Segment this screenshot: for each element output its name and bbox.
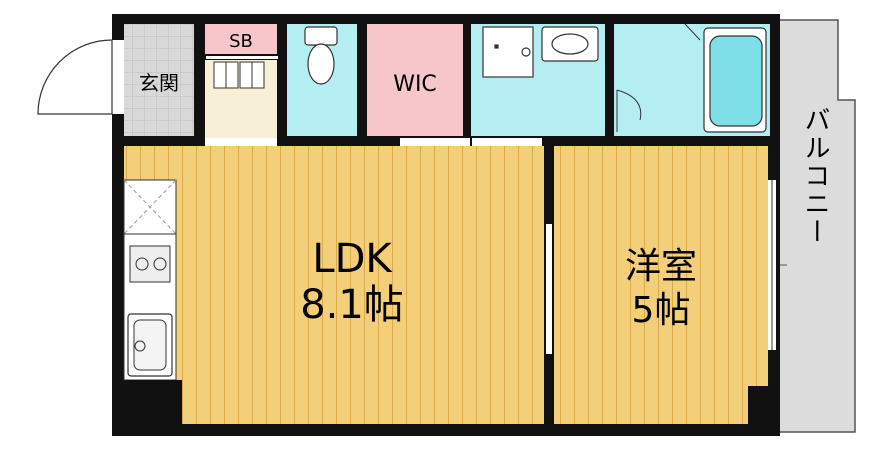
washing-machine-icon (482, 26, 534, 78)
genkan-label: 玄関 (139, 71, 179, 95)
youshitsu-name-label: 洋室 (625, 246, 697, 287)
kitchen (123, 179, 177, 381)
youshitsu-size-label: 5帖 (632, 290, 691, 331)
wic-room (367, 24, 463, 136)
bathroom (614, 24, 700, 136)
wic-label: WIC (393, 72, 437, 97)
genkan-floor (124, 24, 194, 136)
shoebox (205, 24, 277, 54)
stove-icon (129, 245, 171, 283)
youshitsu-floor (554, 146, 768, 424)
ldk-floor (124, 146, 544, 424)
sb-label: SB (229, 31, 253, 52)
sink-icon (541, 26, 599, 62)
ldk-size-label: 8.1帖 (300, 282, 404, 328)
entrance-door-icon (37, 39, 124, 115)
closet-door-icon (213, 61, 265, 89)
balcony-label: バルコニー (800, 106, 830, 246)
toilet-icon (304, 26, 338, 85)
bathtub-icon (703, 27, 767, 133)
ldk-name-label: LDK (312, 236, 393, 282)
